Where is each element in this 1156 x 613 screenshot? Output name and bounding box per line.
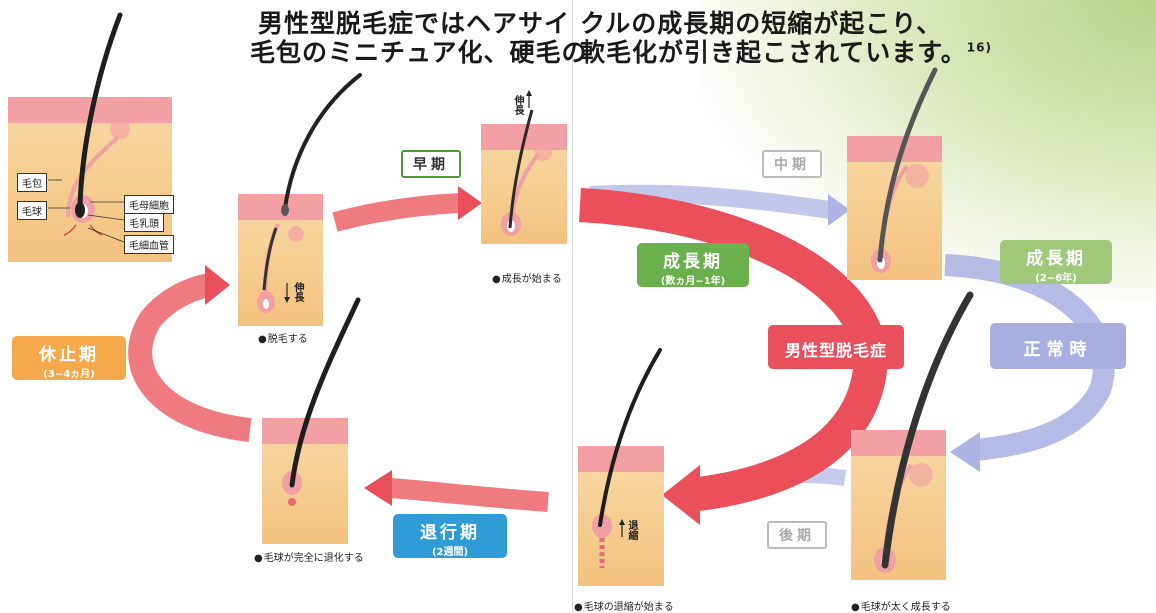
caption-thicken: 毛球が太く成長する [851,598,951,613]
catagen-arrowhead [364,470,392,506]
follicle-bulb-shrink [592,514,612,568]
aga-arrowhead [662,465,700,525]
label-bulb: 毛球 [17,201,47,220]
catagen-box: 退行期 (2週間) [393,514,507,558]
title-line2-right: 軟毛化が引き起こされています。16) [580,38,992,67]
caption-regressed: 毛球が完全に退化する [254,549,364,564]
shrink-label: 退縮 [626,520,637,540]
hair-anatomy [77,12,123,208]
panel-bulb-shrink [578,446,664,586]
hair-middle [877,67,938,263]
early-arrow [332,193,461,232]
panel-shedding [238,194,323,326]
telogen-label: 休止期 [39,345,99,365]
normal-cycle-arrowhead-right [950,432,980,472]
panel-growth-start [481,124,567,244]
anagen-aga-label: 成長期 [663,252,723,272]
hair-late [881,291,974,569]
anagen-aga-box: 成長期 (数ヵ月~1年) [637,243,749,287]
anatomy-leader-lines [48,179,125,243]
early-stage-tag: 早期 [401,150,461,178]
early-arrowhead [458,186,482,220]
label-dermal-papilla: 毛乳頭 [124,213,164,232]
caption-shedding: 脱毛する [258,330,308,345]
late-stage-tag: 後期 [767,521,827,549]
title-line1-right: クルの成長期の短縮が起こり、 [580,9,943,38]
catagen-arrow [389,478,549,512]
anagen-normal-box: 成長期 (2~6年) [1000,240,1112,284]
reference-number: 16) [966,40,992,55]
normal-cycle-arrowhead-top [828,194,850,226]
catagen-duration: (2週間) [431,547,469,558]
catagen-label: 退行期 [420,523,480,543]
title-line1-left: 男性型脱毛症ではヘアサイ [258,9,571,38]
normal-box: 正常時 [990,323,1126,369]
hair-regressed [289,297,361,488]
grow-down-label: 伸長 [292,282,303,302]
normal-label: 正常時 [1023,340,1093,360]
telogen-duration: (3~4ヵ月) [43,369,95,380]
label-capillary: 毛細血管 [124,235,174,254]
aga-label: 男性型脱毛症 [784,341,887,360]
aga-box: 男性型脱毛症 [768,325,904,369]
title-line2-left: 毛包のミニチュア化、硬毛の [250,38,588,67]
telogen-arrow [128,273,252,442]
telogen-box: 休止期 (3~4ヵ月) [12,336,126,380]
anagen-aga-duration: (数ヵ月~1年) [660,276,726,287]
hair-shedding-new [262,227,278,291]
caption-growth-start: 成長が始まる [492,270,562,285]
anagen-normal-duration: (2~6年) [1035,273,1077,284]
hair-growth-start [508,109,534,229]
page-fold [572,0,573,612]
hair-bulb-shrink [598,348,662,527]
middle-stage-tag: 中期 [762,150,822,178]
anagen-normal-label: 成長期 [1026,249,1086,269]
grow-up-label: 伸長 [512,95,523,115]
telogen-arrowhead [205,265,230,305]
caption-bulb-shrink: 毛球の退縮が始まる [574,598,674,613]
panel-late [851,430,946,580]
panel-regressed [262,418,348,544]
label-follicle: 毛包 [17,173,47,192]
hair-shedding-old [283,73,362,210]
panel-middle [847,136,942,280]
